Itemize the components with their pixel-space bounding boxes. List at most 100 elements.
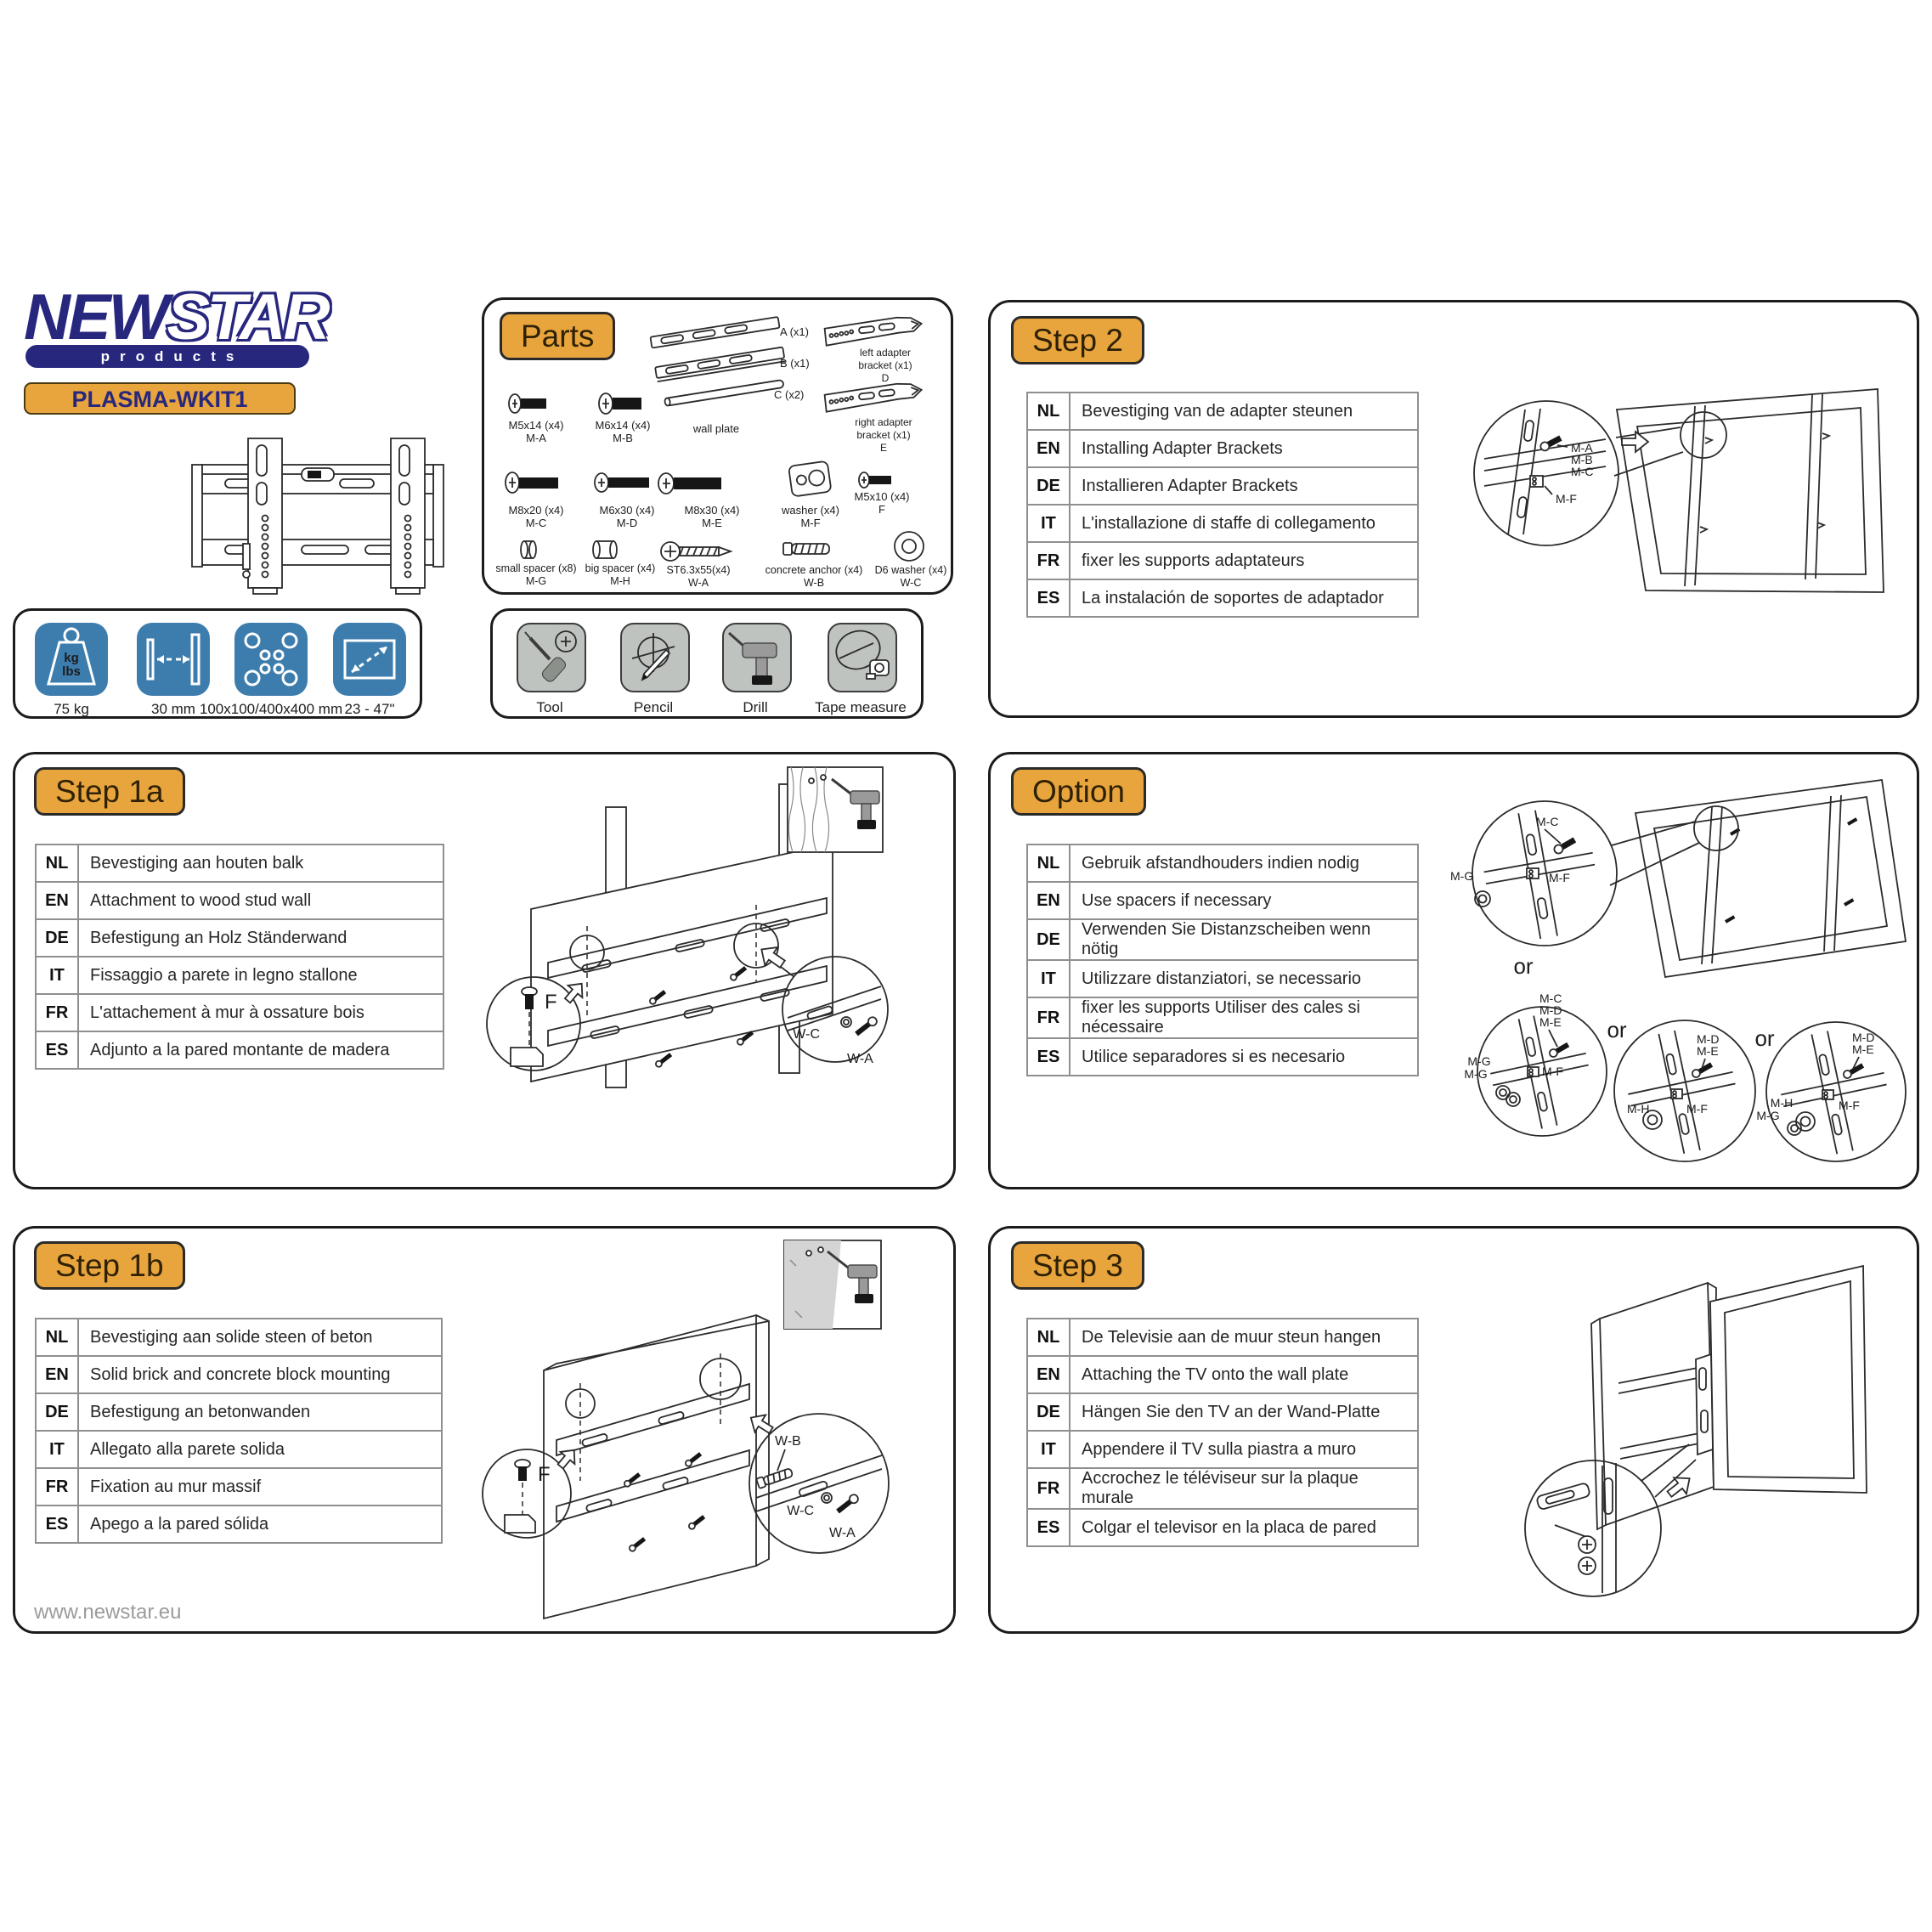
washer-m-f bbox=[788, 460, 832, 497]
callout-m-f: M-F bbox=[1549, 871, 1570, 884]
svg-text:F: F bbox=[878, 503, 885, 516]
svg-text:left adapter: left adapter bbox=[860, 347, 911, 359]
screw-m-e bbox=[658, 472, 721, 494]
callout-m-g: M-G bbox=[1450, 869, 1473, 883]
brand-word-new: NEW bbox=[24, 281, 169, 353]
concrete-anchor-w-b bbox=[782, 542, 830, 556]
svg-text:D6 washer (x4): D6 washer (x4) bbox=[875, 564, 947, 576]
svg-text:M6x14 (x4): M6x14 (x4) bbox=[595, 419, 650, 432]
step1b-illustration: F W-B W-C W-A bbox=[482, 1240, 890, 1620]
big-spacer-m-h bbox=[592, 540, 618, 559]
lang-code: FR bbox=[35, 993, 79, 1032]
lang-text: Installieren Adapter Brackets bbox=[1069, 466, 1419, 506]
lang-text: Befestigung an Holz Ständerwand bbox=[77, 918, 444, 958]
lang-code: FR bbox=[1026, 541, 1071, 580]
lang-code: EN bbox=[1026, 881, 1071, 920]
screw-m-d bbox=[594, 472, 649, 493]
lang-text: De Televisie aan de muur steun hangen bbox=[1069, 1318, 1419, 1357]
pencil-label: Pencil bbox=[633, 699, 674, 715]
step3-illustration bbox=[1524, 1264, 1867, 1597]
max-weight-label: 75 kg bbox=[54, 701, 89, 717]
lang-text: fixer les supports Utiliser des cales si… bbox=[1069, 997, 1419, 1039]
svg-text:bracket (x1): bracket (x1) bbox=[858, 359, 912, 371]
lang-text: Utilice separadores si es necesario bbox=[1069, 1037, 1419, 1076]
callout-m-f: M-F bbox=[1686, 1102, 1708, 1116]
screw-m-a bbox=[508, 393, 546, 414]
callout-m-a: M-A bbox=[1571, 441, 1593, 455]
lang-code: IT bbox=[35, 1430, 79, 1469]
lang-text: Hängen Sie den TV an der Wand-Platte bbox=[1069, 1393, 1419, 1432]
lang-code: DE bbox=[1026, 1393, 1071, 1432]
option-title-badge: Option bbox=[1011, 767, 1147, 816]
svg-text:M-H: M-H bbox=[610, 575, 630, 587]
callout-m-g: M-G bbox=[1464, 1067, 1487, 1081]
max-weight-icon: kg lbs bbox=[35, 623, 108, 696]
callout-m-g: M-G bbox=[1756, 1109, 1779, 1122]
svg-text:A (x1): A (x1) bbox=[780, 325, 809, 338]
lang-text: fixer les supports adaptateurs bbox=[1069, 541, 1419, 580]
svg-text:big spacer (x4): big spacer (x4) bbox=[585, 562, 656, 574]
step1a-title-badge: Step 1a bbox=[34, 767, 185, 816]
lang-code: EN bbox=[1026, 429, 1071, 468]
or-label: or bbox=[1754, 1025, 1774, 1051]
lang-text: Accrochez le téléviseur sur la plaque mu… bbox=[1069, 1467, 1419, 1510]
lang-text: Apego a la pared sólida bbox=[77, 1505, 443, 1544]
or-label: or bbox=[1607, 1017, 1626, 1042]
small-spacer-m-g bbox=[520, 540, 537, 559]
option-illustration: M-C M-G M-F or M-C M-D M-E M-G bbox=[1450, 778, 1907, 1162]
lang-text: Utilizzare distanziatori, se necessario bbox=[1069, 959, 1419, 998]
callout-w-b-anchor bbox=[755, 1468, 794, 1489]
model-badge: PLASMA-WKIT1 bbox=[24, 382, 296, 415]
svg-text:M-C: M-C bbox=[526, 517, 547, 529]
callout-m-b: M-B bbox=[1571, 453, 1593, 466]
svg-text:M-E: M-E bbox=[702, 517, 722, 529]
svg-text:kg: kg bbox=[64, 651, 79, 665]
callout-m-c: M-C bbox=[1571, 465, 1593, 478]
lang-text: Allegato alla parete solida bbox=[77, 1430, 443, 1469]
lang-text: Befestigung an betonwanden bbox=[77, 1393, 443, 1432]
svg-text:W-C: W-C bbox=[901, 577, 922, 589]
callout-m-e: M-E bbox=[1539, 1015, 1562, 1029]
svg-text:right adapter: right adapter bbox=[855, 416, 912, 428]
svg-text:W-A: W-A bbox=[688, 577, 709, 589]
drill-label: Drill bbox=[743, 699, 768, 715]
vesa-pattern-label: 100x100/400x400 mm bbox=[199, 701, 343, 717]
brand-wordmark: NEWSTAR bbox=[24, 285, 347, 350]
svg-text:W-B: W-B bbox=[804, 577, 824, 589]
lang-text: Colgar el televisor en la placa de pared bbox=[1069, 1508, 1419, 1547]
callout-m-d: M-D bbox=[1852, 1031, 1874, 1044]
svg-text:M8x30 (x4): M8x30 (x4) bbox=[684, 504, 739, 517]
parts-illustration: M5x14 (x4) M-A M6x14 (x4) M-B wall plate… bbox=[495, 316, 947, 589]
tools-panel: Tool Pencil Drill Tape measure bbox=[490, 608, 924, 719]
callout-f: F bbox=[538, 1463, 551, 1486]
tool-label: Tool bbox=[536, 699, 563, 715]
svg-text:M-D: M-D bbox=[617, 517, 638, 529]
callout-m-f: M-F bbox=[1839, 1099, 1860, 1112]
lang-code: FR bbox=[1026, 997, 1071, 1039]
callout-m-d: M-D bbox=[1697, 1032, 1719, 1046]
lang-text: Adjunto a la pared montante de madera bbox=[77, 1031, 444, 1070]
lang-code: NL bbox=[1026, 392, 1071, 431]
svg-text:concrete anchor (x4): concrete anchor (x4) bbox=[765, 564, 863, 576]
svg-text:M-A: M-A bbox=[526, 432, 546, 444]
